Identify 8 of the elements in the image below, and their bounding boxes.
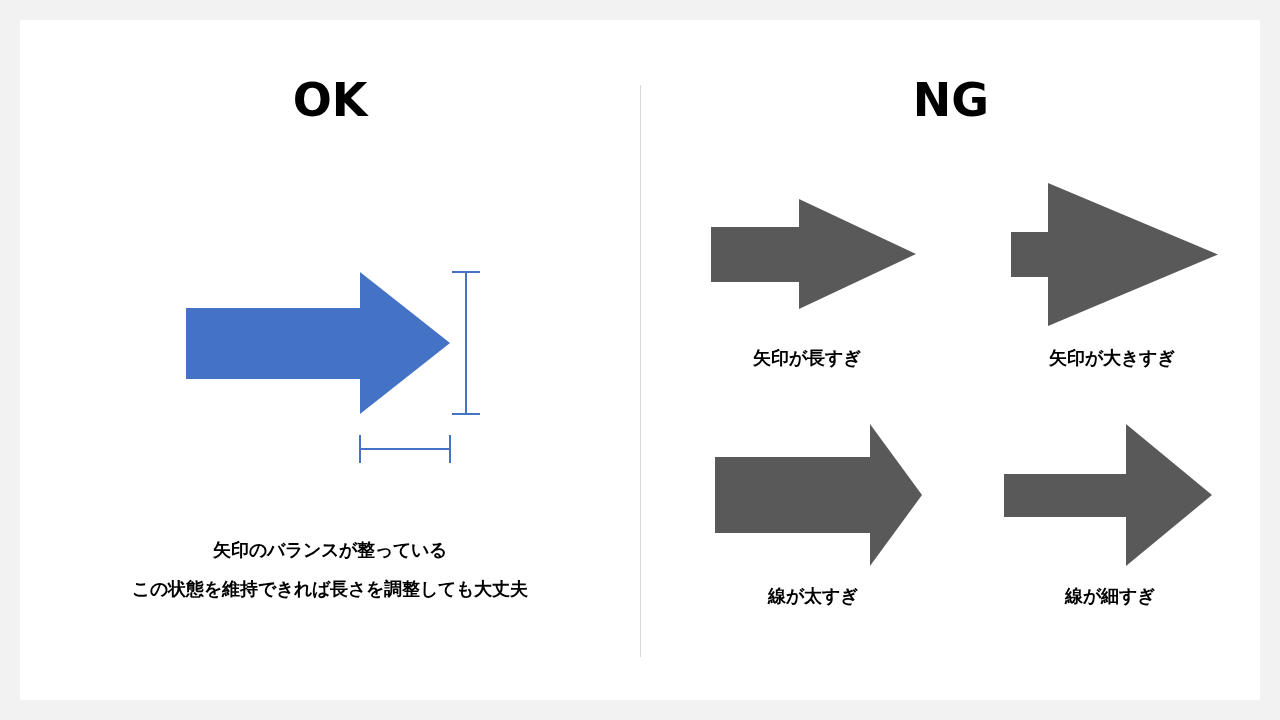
section-heading: OK (292, 73, 368, 127)
caption-text: 矢印のバランスが整っている (213, 538, 447, 562)
caption-text: この状態を維持できれば長さを調整しても大丈夫 (132, 577, 528, 601)
section-heading: NG (912, 73, 990, 127)
caption-text: 線が太すぎ (768, 584, 858, 608)
caption-text: 線が細すぎ (1065, 584, 1155, 608)
caption-text: 矢印が大きすぎ (1049, 346, 1175, 370)
caption-text: 矢印が長すぎ (753, 346, 861, 370)
